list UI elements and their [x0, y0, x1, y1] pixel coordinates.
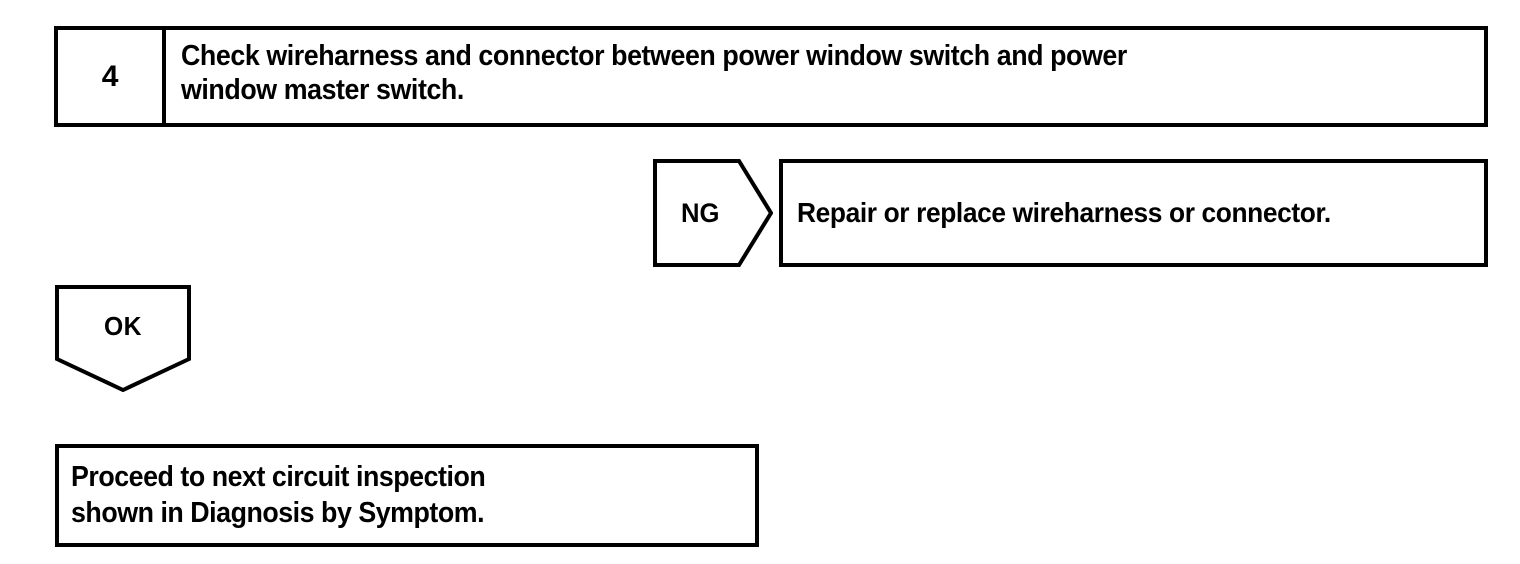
step-number: 4: [101, 59, 119, 93]
ng-branch-arrow: NG: [653, 159, 773, 267]
ok-result-box: Proceed to next circuit inspection shown…: [55, 444, 759, 547]
ng-result-box: Repair or replace wireharness or connect…: [779, 159, 1488, 267]
ok-label-wrap: OK: [55, 285, 191, 367]
ng-label-wrap: NG: [653, 159, 747, 267]
ng-result-text: Repair or replace wireharness or connect…: [797, 197, 1331, 229]
step-instruction-text: Check wireharness and connector between …: [181, 40, 1127, 107]
step-number-cell: 4: [58, 30, 166, 123]
ok-label: OK: [104, 310, 142, 341]
ok-branch-arrow: OK: [55, 285, 191, 392]
ng-arrow-shape: [653, 159, 773, 267]
step-row: 4 Check wireharness and connector betwee…: [54, 26, 1488, 127]
ok-arrow-shape: [55, 285, 191, 392]
step-instruction-cell: Check wireharness and connector between …: [166, 30, 1484, 123]
ok-result-text: Proceed to next circuit inspection shown…: [71, 461, 486, 529]
ng-label: NG: [680, 197, 720, 228]
